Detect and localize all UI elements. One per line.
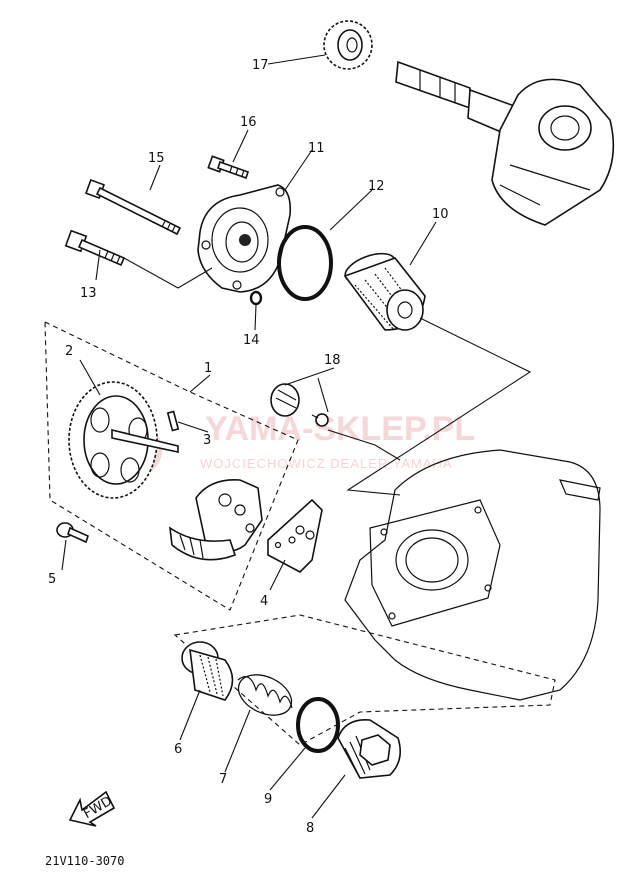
crankshaft bbox=[395, 60, 615, 226]
callout-14: 14 bbox=[243, 333, 260, 348]
part-15-long-bolt bbox=[85, 179, 182, 236]
part-17-sprocket bbox=[323, 20, 373, 70]
diagram-code: 21V110-3070 bbox=[45, 854, 124, 868]
callout-9: 9 bbox=[264, 792, 272, 807]
part-4-gasket bbox=[267, 498, 323, 573]
part-16-bolt bbox=[207, 155, 250, 180]
part-10-oil-filter bbox=[343, 252, 426, 331]
fwd-arrow-icon: FWD bbox=[68, 790, 116, 827]
part-2-pump-gear bbox=[68, 381, 179, 499]
callout-3: 3 bbox=[203, 433, 211, 448]
callout-7: 7 bbox=[219, 772, 227, 787]
pump-body bbox=[169, 479, 263, 561]
part-5-screw bbox=[56, 522, 89, 544]
part-9-o-ring bbox=[296, 697, 340, 753]
callout-4: 4 bbox=[260, 594, 268, 609]
callout-18: 18 bbox=[324, 353, 341, 368]
part-14-small-o-ring bbox=[249, 290, 263, 306]
part-12-o-ring bbox=[277, 225, 333, 301]
part-8-drain-plug bbox=[337, 719, 401, 779]
part-18-relief-parts bbox=[270, 383, 329, 427]
leader-lines bbox=[61, 54, 532, 819]
callout-6: 6 bbox=[174, 742, 182, 757]
callout-16: 16 bbox=[240, 115, 257, 130]
part-6-strainer bbox=[181, 641, 234, 701]
callout-1: 1 bbox=[204, 361, 212, 376]
watermark-main-text: YAMA-SKLEP.PL bbox=[205, 410, 475, 448]
callout-11: 11 bbox=[308, 141, 325, 156]
callout-17: 17 bbox=[252, 58, 269, 73]
callout-2: 2 bbox=[65, 344, 73, 359]
callout-15: 15 bbox=[148, 151, 165, 166]
crankcase bbox=[344, 449, 601, 701]
callout-13: 13 bbox=[80, 286, 97, 301]
watermark: YAMA-SKLEP.PL WOJCIECHOWICZ DEALER YAMAH… bbox=[108, 410, 475, 477]
part-13-bolt bbox=[64, 229, 126, 267]
callout-5: 5 bbox=[48, 572, 56, 587]
part-3-pin bbox=[166, 410, 180, 432]
group-1-outline bbox=[44, 321, 299, 611]
callout-8: 8 bbox=[306, 821, 314, 836]
group-lower-outline bbox=[173, 614, 556, 746]
part-11-pump-cover bbox=[197, 184, 292, 293]
watermark-sub-text: WOJCIECHOWICZ DEALER YAMAHA bbox=[200, 456, 453, 471]
callout-10: 10 bbox=[432, 207, 449, 222]
callout-12: 12 bbox=[368, 179, 385, 194]
part-7-spring bbox=[237, 674, 293, 716]
